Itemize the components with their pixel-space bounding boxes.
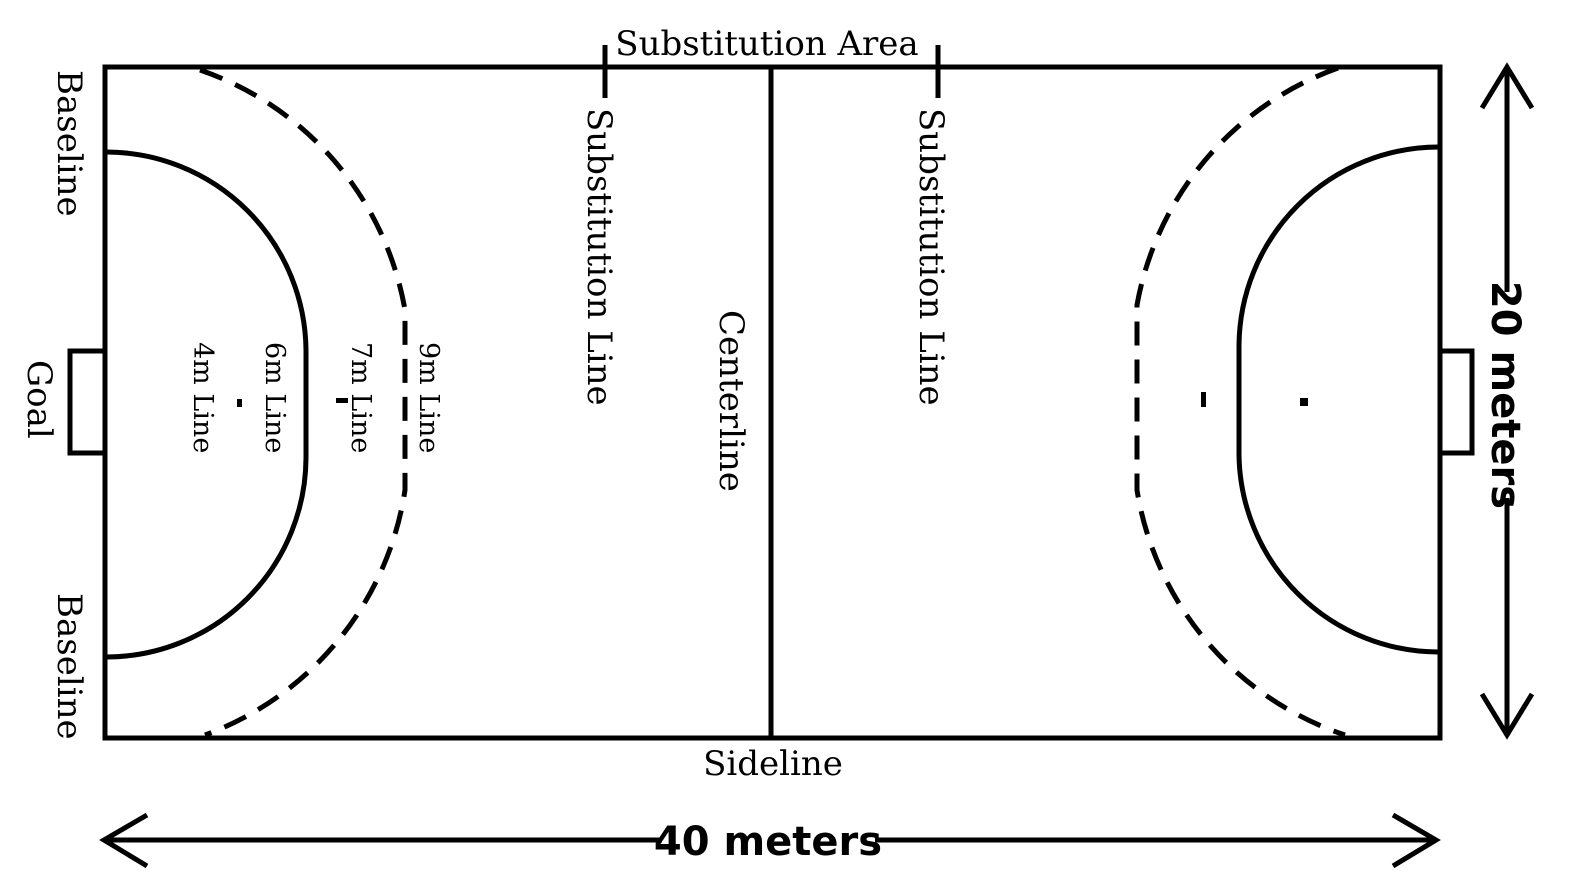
goal-label: Goal <box>19 360 59 439</box>
four-meter-mark-right <box>1300 398 1308 406</box>
six-meter-line-left <box>106 149 309 660</box>
goal-left <box>67 348 108 456</box>
width-arrow-bottom-head <box>1479 692 1535 740</box>
length-arrow-right-head <box>1391 812 1441 869</box>
seven-meter-line-label: 7m Line <box>345 342 376 453</box>
width-arrow-top-head <box>1479 62 1535 110</box>
nine-meter-line-right <box>1134 65 1346 738</box>
substitution-area-label: Substitution Area <box>615 24 918 64</box>
substitution-line-label-right: Substitution Line <box>911 108 951 406</box>
six-meter-line-label: 6m Line <box>259 342 290 453</box>
nine-meter-line-left <box>199 67 408 738</box>
sideline-label: Sideline <box>703 744 843 784</box>
nine-meter-line-label: 9m Line <box>413 342 444 453</box>
four-meter-line-label: 4m Line <box>187 342 218 453</box>
baseline-label-bottom: Baseline <box>49 593 89 740</box>
length-dimension-label: 40 meters <box>654 819 882 865</box>
substitution-line-label-left: Substitution Line <box>579 108 619 406</box>
centerline-label: Centerline <box>711 310 751 492</box>
seven-meter-mark-right <box>1201 392 1206 407</box>
six-meter-line-right <box>1236 144 1439 655</box>
seven-meter-mark-left <box>336 398 348 403</box>
width-dimension-label: 20 meters <box>1482 281 1528 509</box>
goal-right <box>1437 348 1475 456</box>
four-meter-mark-left <box>237 399 242 407</box>
baseline-label-top: Baseline <box>49 70 89 217</box>
length-arrow-left-head <box>99 812 149 869</box>
